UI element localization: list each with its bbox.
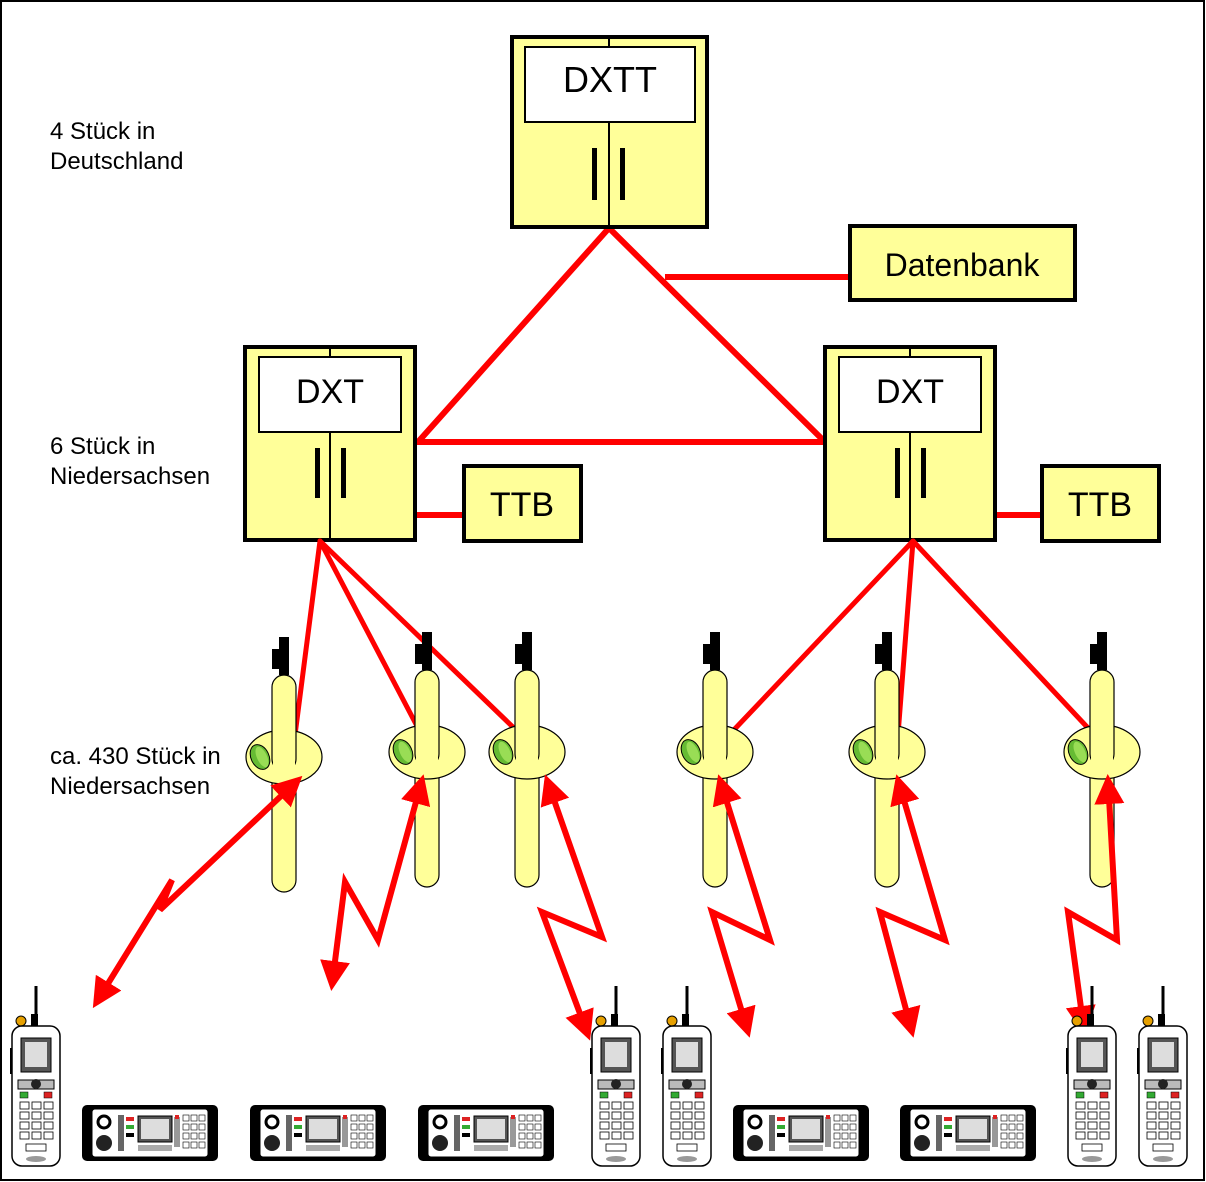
dxt-right-cabinet: DXT xyxy=(823,345,997,542)
ttb-left-label: TTB xyxy=(490,486,554,524)
tier-label-dxt: 6 Stück in Niedersachsen xyxy=(50,433,211,490)
ttb-left-box: TTB xyxy=(462,464,583,543)
ttb-right-label: TTB xyxy=(1068,486,1132,524)
ttb-right-box: TTB xyxy=(1040,464,1161,543)
terminals xyxy=(8,984,1189,1168)
access-links xyxy=(292,538,1091,738)
dxtt-cabinet: DXTT xyxy=(510,35,709,229)
vehicle-radio-icon xyxy=(416,1103,556,1163)
dxt-left-cabinet: DXT xyxy=(243,345,417,542)
vehicle-radio-icon xyxy=(248,1103,388,1163)
tower-antenna-icon xyxy=(488,631,566,888)
tower-antenna-icon xyxy=(848,631,926,888)
dxt-right-label: DXT xyxy=(876,373,944,411)
handheld-radio-icon xyxy=(588,984,642,1168)
handheld-radio-icon xyxy=(8,984,62,1168)
handheld-radio-icon xyxy=(1135,984,1189,1168)
tier-label-dxtt: 4 Stück in Deutschland xyxy=(50,118,184,175)
tower-antenna-icon xyxy=(245,636,323,893)
vehicle-radio-icon xyxy=(731,1103,871,1163)
handheld-radio-icon xyxy=(659,984,713,1168)
radio-links xyxy=(92,774,1125,1041)
core-links xyxy=(411,223,1042,518)
handheld-radio-icon xyxy=(1064,984,1118,1168)
base-stations xyxy=(245,631,1141,893)
dxt-left-label: DXT xyxy=(296,373,364,411)
vehicle-radio-icon xyxy=(898,1103,1038,1163)
tower-antenna-icon xyxy=(1063,631,1141,888)
dxtt-label: DXTT xyxy=(563,59,657,100)
datenbank-label: Datenbank xyxy=(885,247,1041,283)
vehicle-radio-icon xyxy=(80,1103,220,1163)
tier-label-base-stations: ca. 430 Stück in Niedersachsen xyxy=(50,743,221,800)
datenbank-box: Datenbank xyxy=(848,224,1077,302)
